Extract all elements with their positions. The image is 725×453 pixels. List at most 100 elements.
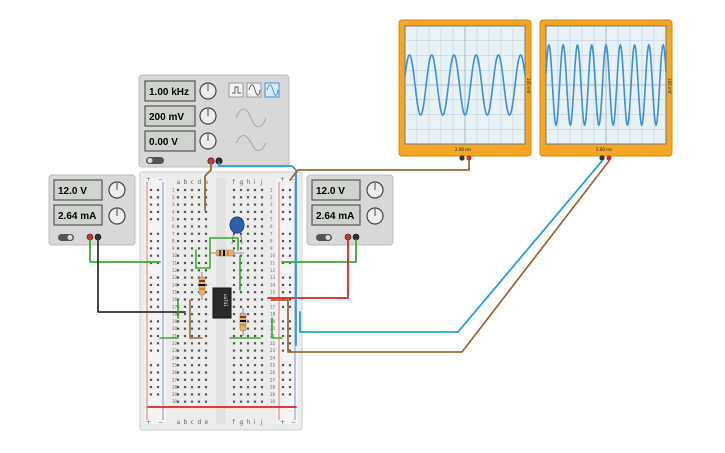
row-label: 12	[172, 268, 178, 273]
row-label: 18	[270, 312, 276, 317]
scope-2-time-div: 2.00 ms	[596, 147, 612, 152]
row-label: 14	[172, 282, 178, 287]
resistor-3[interactable]	[239, 308, 247, 336]
wire-brown-generator[interactable]	[204, 162, 212, 211]
right-current-display: 2.64 mA	[316, 211, 354, 222]
wire-brown-scope-1[interactable]	[289, 160, 470, 181]
row-label: 5	[270, 217, 273, 222]
row-label: 9	[270, 246, 273, 251]
wire-green-inner-3[interactable]	[195, 237, 211, 269]
wire-brown-scope-2[interactable]	[271, 160, 610, 353]
column-label: e	[205, 419, 209, 426]
row-label: 20	[172, 326, 178, 331]
column-label: i	[254, 419, 256, 426]
wire-red-right-supply[interactable]	[267, 239, 349, 299]
row-label: 26	[172, 370, 178, 375]
column-label: h	[247, 179, 251, 186]
wire-blue-generator[interactable]	[218, 162, 297, 346]
row-label: 16	[172, 297, 178, 302]
row-label: 27	[270, 377, 276, 382]
scope-1-positive-probe[interactable]	[466, 155, 472, 161]
column-label: f	[233, 419, 236, 426]
resistor-2[interactable]	[198, 272, 206, 300]
row-label: 21	[172, 334, 178, 339]
column-label: j	[260, 179, 263, 186]
row-label: 30	[270, 399, 276, 404]
rail-minus-bottom-right: −	[291, 419, 296, 426]
row-label: 15	[270, 290, 276, 295]
square-wave-icon[interactable]	[228, 82, 244, 98]
wire-green-inner-2[interactable]	[209, 237, 239, 251]
wire-black-left-supply[interactable]	[97, 239, 186, 313]
row-label: 3	[172, 202, 175, 207]
function-generator[interactable]: 1.00 kHz 200 mV 0.00 V	[138, 74, 290, 168]
row-label: 4	[172, 209, 175, 214]
row-label: 2	[172, 195, 175, 200]
scope-1-negative-probe[interactable]	[459, 155, 465, 161]
row-label: 11	[270, 261, 276, 266]
row-label: 26	[270, 370, 276, 375]
wire-blue-scope-2[interactable]	[299, 160, 603, 333]
column-label: e	[205, 179, 209, 186]
scope-2-negative-probe[interactable]	[599, 155, 605, 161]
rail-plus-top-right: +	[280, 176, 285, 183]
row-label: 22	[172, 341, 178, 346]
row-label: 5	[172, 217, 175, 222]
row-label: 19	[172, 319, 178, 324]
row-label: 2	[270, 195, 273, 200]
row-label: 17	[172, 304, 178, 309]
scope-2-trace	[545, 43, 667, 127]
row-label: 9	[172, 246, 175, 251]
column-label: c	[191, 179, 194, 186]
power-supply-left[interactable]: 12.0 V 2.64 mA	[48, 174, 136, 246]
oscilloscope-2[interactable]: 2.00 ms 100 mV	[539, 19, 673, 161]
row-label: 22	[270, 341, 276, 346]
row-label: 29	[270, 392, 276, 397]
column-label: d	[198, 179, 202, 186]
row-label: 8	[270, 239, 273, 244]
row-label: 24	[172, 355, 178, 360]
wire-brown-inner[interactable]	[189, 299, 203, 339]
row-label: 25	[172, 363, 178, 368]
rail-minus-top-right: −	[291, 176, 296, 183]
scope-1-volt-div: 100 mV	[526, 78, 531, 94]
row-label: 13	[172, 275, 178, 280]
row-label: 15	[172, 290, 178, 295]
resistor-1[interactable]	[210, 249, 244, 257]
frequency-display: 1.00 kHz	[149, 87, 189, 98]
column-label: g	[240, 179, 244, 186]
capacitor[interactable]	[229, 216, 245, 245]
row-label: 23	[270, 348, 276, 353]
right-voltage-display: 12.0 V	[316, 186, 345, 197]
column-label: d	[198, 419, 202, 426]
row-label: 28	[172, 385, 178, 390]
left-voltage-display: 12.0 V	[58, 186, 87, 197]
row-label: 30	[172, 399, 178, 404]
rail-plus-bottom-left: +	[146, 419, 151, 426]
row-label: 3	[270, 202, 273, 207]
row-label: 6	[270, 224, 273, 229]
scope-1-trace	[404, 54, 526, 116]
row-label: 7	[270, 231, 273, 236]
row-label: 10	[172, 253, 178, 258]
column-label: j	[260, 419, 263, 426]
column-label: f	[233, 179, 236, 186]
left-current-display: 2.64 mA	[58, 211, 96, 222]
rail-plus-top-left: +	[146, 176, 151, 183]
row-label: 13	[270, 275, 276, 280]
row-label: 29	[172, 392, 178, 397]
op-amp-ic[interactable]: ua741	[212, 287, 232, 319]
row-label: 28	[270, 385, 276, 390]
wire-green-right-supply[interactable]	[281, 239, 357, 263]
row-label: 23	[172, 348, 178, 353]
power-supply-right[interactable]: 12.0 V 2.64 mA	[306, 174, 394, 246]
scope-2-volt-div: 100 mV	[667, 78, 672, 94]
wire-green-inner-8[interactable]	[271, 317, 283, 339]
row-label: 25	[270, 363, 276, 368]
column-label: h	[247, 419, 251, 426]
row-label: 10	[270, 253, 276, 258]
oscilloscope-1[interactable]: 2.00 ms 100 mV	[398, 19, 532, 161]
wire-green-left-supply[interactable]	[89, 239, 161, 263]
scope-2-positive-probe[interactable]	[606, 155, 612, 161]
